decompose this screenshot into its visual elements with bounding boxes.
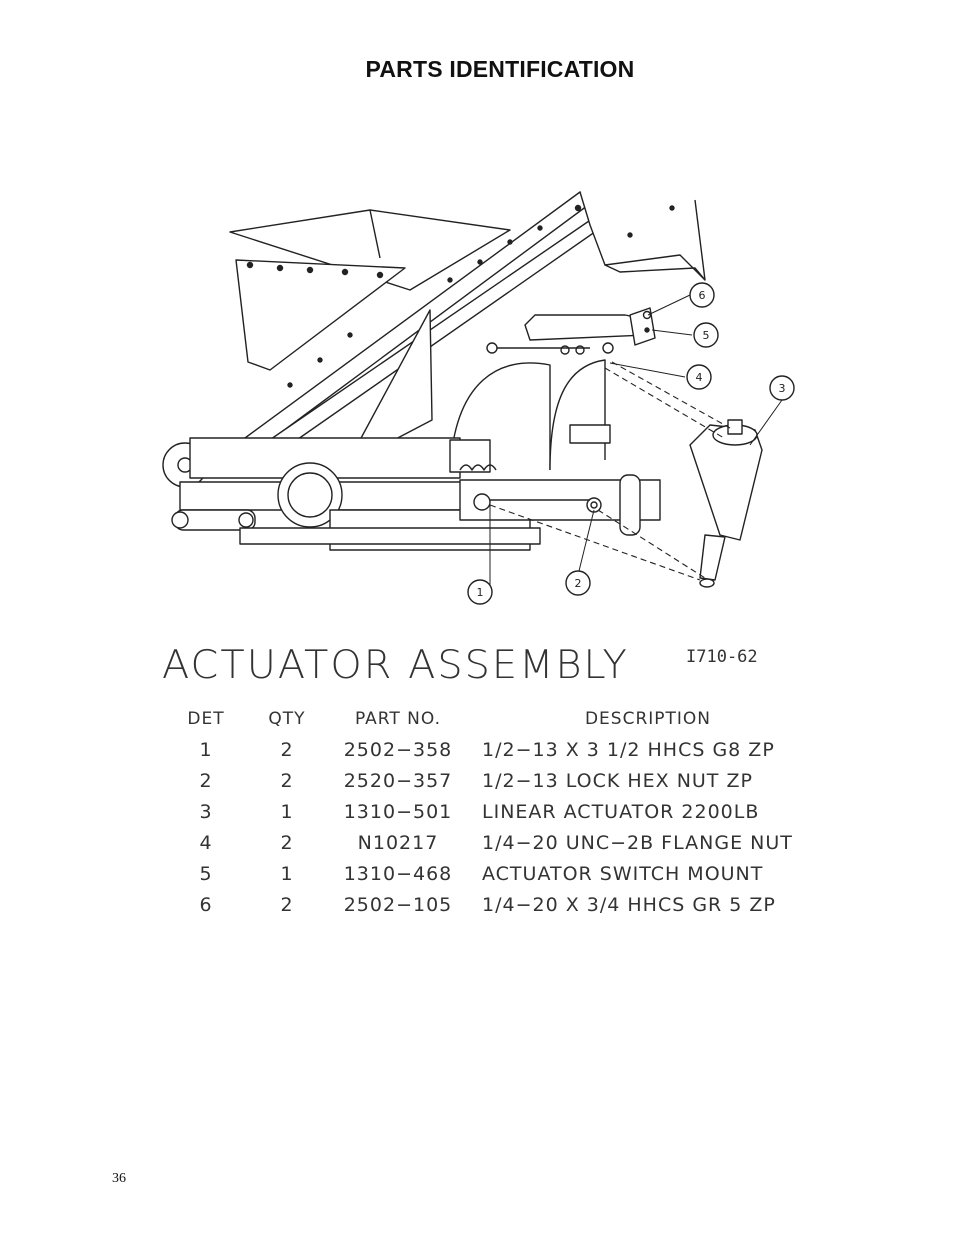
qty-cell: 2 <box>280 893 294 916</box>
page-title: PARTS IDENTIFICATION <box>365 56 635 82</box>
table-header-row: DET QTY PART NO. DESCRIPTION <box>160 704 822 734</box>
callout-balloon-5: 5 <box>693 322 719 348</box>
callout-number: 2 <box>575 577 582 590</box>
qty-cell: 2 <box>280 738 294 761</box>
det-cell: 4 <box>199 831 213 854</box>
det-cell: 2 <box>199 769 213 792</box>
description-cell: LINEAR ACTUATOR 2200LB <box>482 800 760 823</box>
table-row: 2 2 2520−357 1/2−13 LOCK HEX NUT ZP <box>160 765 822 796</box>
callout-balloon-6: 6 <box>689 282 715 308</box>
description-cell: 1/4−20 UNC−2B FLANGE NUT <box>482 831 793 854</box>
det-cell: 1 <box>199 738 213 761</box>
callout-balloon-4: 4 <box>686 364 712 390</box>
table-row: 1 2 2502−358 1/2−13 X 3 1/2 HHCS G8 ZP <box>160 734 822 765</box>
parts-list-table: DET QTY PART NO. DESCRIPTION 1 2 2502−35… <box>160 704 822 920</box>
det-cell: 3 <box>199 800 213 823</box>
description-cell: 1/2−13 LOCK HEX NUT ZP <box>482 769 753 792</box>
page-number: 36 <box>112 1171 126 1186</box>
assembly-lines <box>489 361 731 581</box>
qty-cell: 1 <box>280 800 294 823</box>
callout-number: 1 <box>477 586 484 599</box>
assembly-title: ACTUATOR ASSEMBLY <box>162 643 629 688</box>
det-cell: 6 <box>199 893 213 916</box>
drawing-number: I710-62 <box>686 647 758 667</box>
part-no-cell: N10217 <box>357 831 439 854</box>
linear-actuator <box>689 419 763 588</box>
hopper-body <box>229 191 706 461</box>
callout-balloon-3: 3 <box>769 375 795 401</box>
qty-cell: 2 <box>280 831 294 854</box>
table-row: 5 1 1310−468 ACTUATOR SWITCH MOUNT <box>160 858 822 889</box>
table-row: 3 1 1310−501 LINEAR ACTUATOR 2200LB <box>160 796 822 827</box>
callout-balloon-2: 2 <box>565 570 591 596</box>
table-row: 4 2 N10217 1/4−20 UNC−2B FLANGE NUT <box>160 827 822 858</box>
part-no-cell: 2502−358 <box>343 738 453 761</box>
callout-number: 4 <box>696 371 703 384</box>
callout-number: 3 <box>779 382 786 395</box>
column-header-description: DESCRIPTION <box>584 709 712 729</box>
description-cell: 1/2−13 X 3 1/2 HHCS G8 ZP <box>482 738 775 761</box>
callout-leaders <box>489 294 783 585</box>
callout-balloon-1: 1 <box>467 579 493 605</box>
callout-number: 5 <box>703 329 710 342</box>
part-no-cell: 1310−501 <box>343 800 453 823</box>
description-cell: 1/4−20 X 3/4 HHCS GR 5 ZP <box>482 893 776 916</box>
table-row: 6 2 2502−105 1/4−20 X 3/4 HHCS GR 5 ZP <box>160 889 822 920</box>
qty-cell: 2 <box>280 769 294 792</box>
qty-cell: 1 <box>280 862 294 885</box>
description-cell: ACTUATOR SWITCH MOUNT <box>482 862 764 885</box>
column-header-qty: QTY <box>268 709 306 729</box>
actuator-assembly-drawing: 1 2 3 4 5 6 <box>162 191 795 605</box>
switch-mount <box>486 307 656 355</box>
det-cell: 5 <box>199 862 213 885</box>
part-no-cell: 2520−357 <box>343 769 453 792</box>
part-no-cell: 1310−468 <box>343 862 453 885</box>
callout-number: 6 <box>699 289 706 302</box>
column-header-det: DET <box>187 709 225 729</box>
clevis-bracket <box>459 474 661 536</box>
column-header-part-no: PART NO. <box>355 709 441 729</box>
part-no-cell: 2502−105 <box>343 893 453 916</box>
